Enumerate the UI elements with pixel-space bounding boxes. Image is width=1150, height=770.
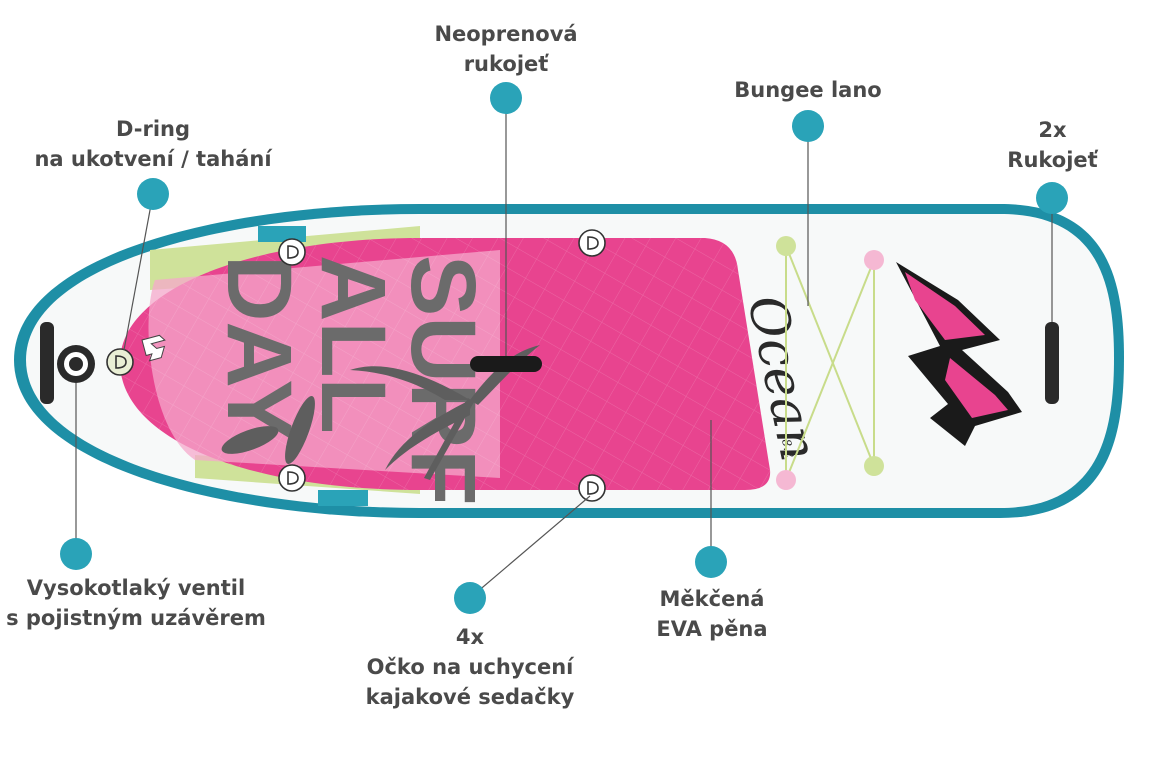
bungee-anchor [864,250,884,270]
label-neoprene-handle-line1: Neoprenová [434,22,578,46]
label-valve-line1: Vysokotlaký ventil [26,576,246,600]
label-valve-line2: s pojistným uzávěrem [6,606,266,630]
label-d-ring: D-ring na ukotvení / tahání [20,114,286,174]
label-kayak-rings: 4x Očko na uchycení kajakové sedačky [350,622,590,712]
bungee-anchor [776,236,796,256]
label-neoprene-handle-line2: rukojeť [463,52,549,76]
small-brand-logo [141,334,166,362]
nose-handle-icon [1045,322,1059,404]
teal-accent-top [258,226,306,242]
deck-texture [120,238,771,490]
graphic-text-all: ALL [302,255,404,434]
neoprene-handle [470,356,542,372]
label-handles: 2x Rukojeť [975,115,1130,175]
kayak-ring-icon-4 [578,474,606,502]
label-d-ring-line2: na ukotvení / tahání [34,147,272,171]
valve-icon [57,345,95,383]
label-eva-foam: Měkčená EVA pěna [612,584,812,644]
teal-accent-bottom [318,490,368,506]
label-eva-foam-line1: Měkčená [659,587,765,611]
callout-marker-eva-foam [695,546,727,578]
bungee-anchor [864,456,884,476]
label-eva-foam-line2: EVA pěna [656,617,768,641]
label-bungee-line1: Bungee lano [734,78,882,102]
d-ring-icons [106,229,606,502]
callout-marker-d-ring [137,178,169,210]
callout-marker-handles [1036,182,1068,214]
kayak-ring-icon-3 [278,464,306,492]
tail-handle-icon [40,322,54,404]
kayak-ring-icon-2 [578,229,606,257]
callout-marker-kayak-rings [454,582,486,614]
label-handles-line1: 2x [1038,118,1067,142]
label-kayak-rings-line1: 4x [455,625,485,649]
bungee-cord [785,245,875,481]
callout-markers [60,82,1068,614]
callout-lines [75,98,1053,599]
label-handles-line2: Rukojeť [1007,148,1098,172]
brand-logo [896,262,1022,446]
label-d-ring-line1: D-ring [115,117,191,141]
callout-marker-valve [60,538,92,570]
model-size: 8.2 [779,438,797,460]
label-kayak-rings-line3: kajakové sedačky [365,685,575,709]
label-valve: Vysokotlaký ventil s pojistným uzávěrem [0,573,272,633]
callout-marker-neoprene-handle [490,82,522,114]
surf-all-day-graphic: SURF ALL DAY [208,255,494,505]
label-kayak-rings-line2: Očko na uchycení [366,655,574,679]
kayak-ring-icon-1 [278,238,306,266]
label-neoprene-handle: Neoprenová rukojeť [406,19,606,79]
bungee-anchor [776,470,796,490]
callout-marker-bungee [792,110,824,142]
d-ring-icon [106,348,134,376]
graphic-text-day: DAY [208,255,310,441]
label-bungee: Bungee lano [698,75,918,105]
